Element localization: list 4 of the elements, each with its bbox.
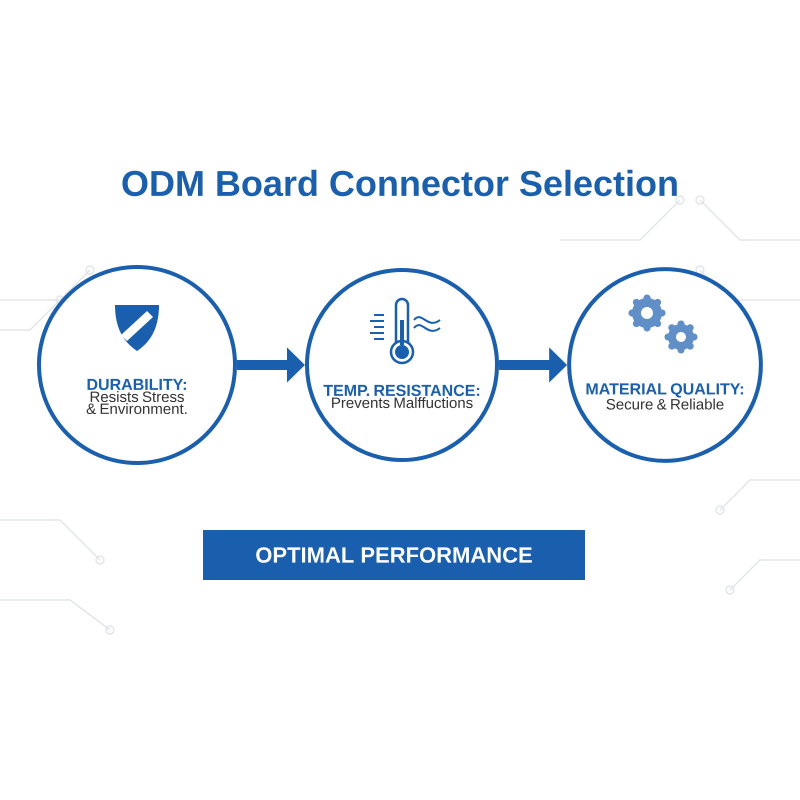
node-label: MATERIAL QUALITY: [586,383,744,398]
node-label: Secure & Reliable [606,398,724,410]
title: ODM Board Connector Selection [122,170,677,196]
result-banner: OPTIMAL PERFORMANCE [203,530,585,580]
